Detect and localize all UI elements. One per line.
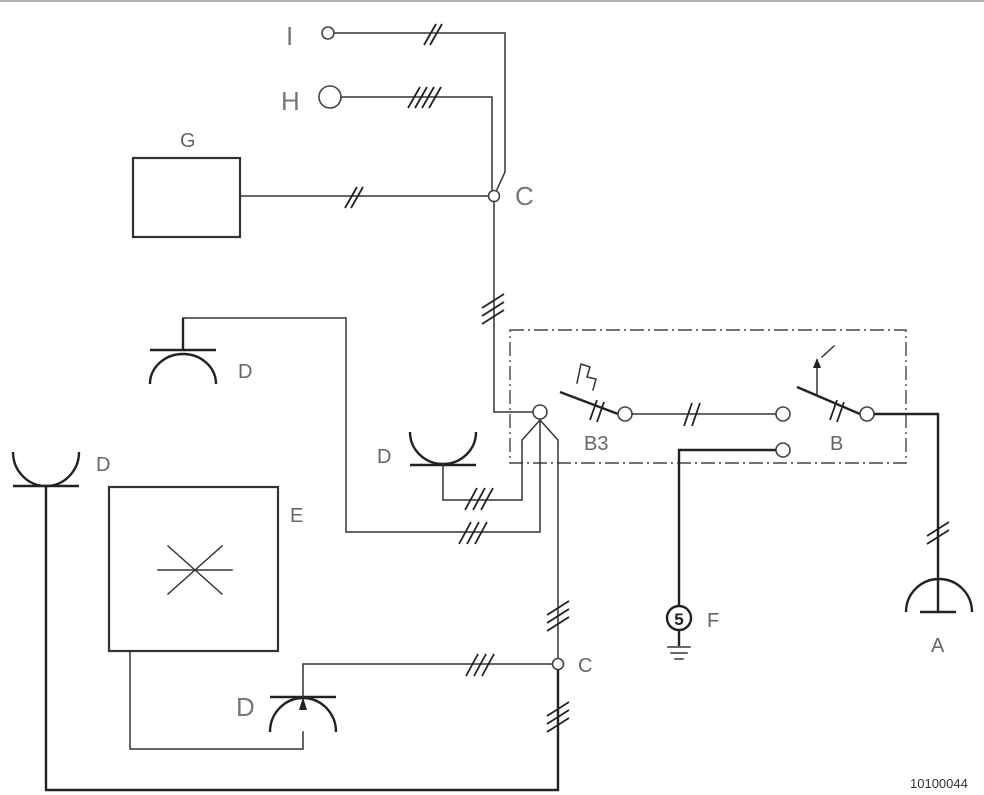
label-b3: B3 [584, 433, 608, 455]
label-f: F [707, 610, 719, 632]
terminal-f [775, 442, 791, 458]
switch-b [796, 344, 875, 423]
e-cross-symbol [157, 544, 233, 596]
wire-e-to-d-bottom [129, 650, 304, 750]
switch-panel-boundary [509, 329, 907, 464]
junction-c-bottom [551, 657, 565, 671]
label-c-bottom: C [578, 655, 592, 677]
wire-c-to-switch-panel [481, 201, 535, 413]
label-e: E [290, 505, 303, 527]
label-d-bottom: D [236, 692, 255, 722]
label-b: B [830, 433, 843, 455]
terminal-h [318, 85, 342, 109]
component-g [131, 156, 242, 239]
junction-c-top [487, 189, 501, 203]
wire-d-bottom-to-c [302, 600, 570, 698]
label-h: H [281, 86, 300, 116]
terminal-b-left [775, 406, 791, 422]
component-a [904, 577, 974, 614]
wire-g-to-junction-c [240, 186, 489, 209]
wire-b3-to-b [631, 402, 778, 427]
terminal-i [321, 26, 335, 40]
terminal-panel-left [532, 404, 548, 420]
connector-d-bottom [268, 695, 338, 733]
connector-d-mid [408, 431, 478, 467]
label-a: A [931, 635, 945, 657]
wire-b-to-a [874, 412, 950, 580]
switch-b3 [559, 363, 633, 423]
wire-h-to-junction-c [341, 86, 493, 191]
label-d-mid: D [377, 446, 391, 468]
wire-f [677, 448, 776, 605]
connector-d-top [148, 318, 218, 385]
wire-d-mid [442, 418, 559, 661]
f-symbol: 5 [674, 610, 683, 629]
wire-d-top [182, 317, 541, 545]
label-g: G [180, 130, 196, 152]
wire-i-to-junction-c [332, 23, 506, 197]
wire-d-left-to-c [44, 486, 570, 792]
connector-d-left [11, 451, 81, 488]
label-c-top: C [515, 181, 534, 211]
figure-code: 10100044 [910, 776, 968, 791]
label-i: I [286, 21, 293, 51]
label-d-left: D [96, 454, 110, 476]
component-f: 5 [665, 604, 693, 660]
label-d-top: D [238, 361, 252, 383]
